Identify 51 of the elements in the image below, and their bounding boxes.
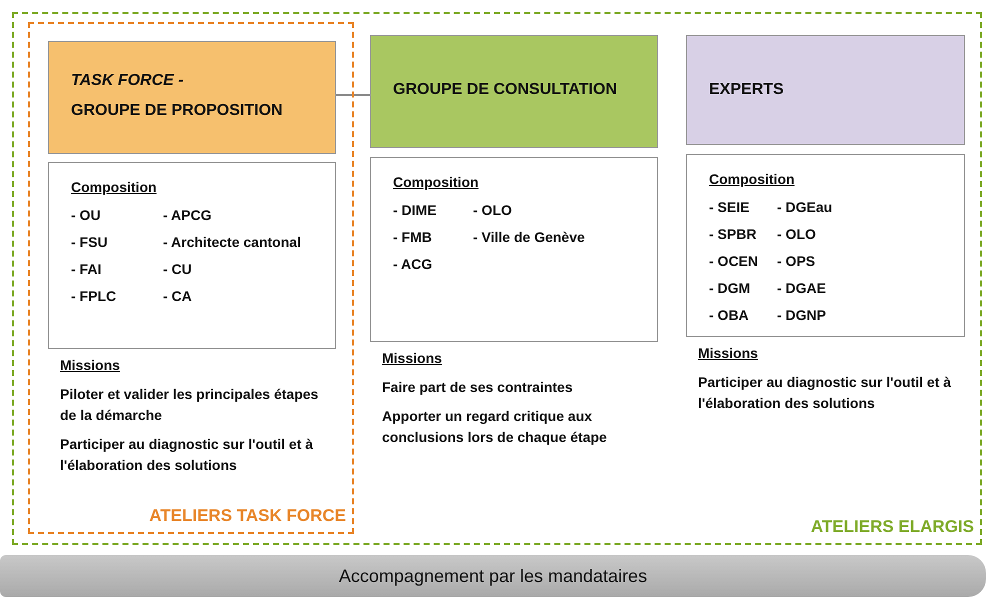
connector-line xyxy=(336,94,370,96)
list-item: - OLO xyxy=(777,226,816,242)
header-text: GROUPE DE PROPOSITION xyxy=(71,102,283,120)
list-item: - APCG xyxy=(163,207,212,223)
header-text: EXPERTS xyxy=(709,81,784,99)
list-item: - FMB xyxy=(393,229,432,245)
list-item: - CA xyxy=(163,288,192,304)
banner-text: Accompagnement par les mandataires xyxy=(338,566,648,587)
group-header-box xyxy=(48,41,336,154)
section-heading: Missions xyxy=(60,356,121,375)
dashed-group-frame xyxy=(28,22,354,534)
list-item: - DGM xyxy=(709,280,750,296)
list-item: - Architecte cantonal xyxy=(163,234,301,250)
mission-text: Participer au diagnostic sur l'outil et à l'élaboration des solutions xyxy=(60,435,314,475)
list-heading: Composition xyxy=(393,174,479,190)
header-text: TASK FORCE - xyxy=(71,72,184,90)
dashed-group-frame xyxy=(12,12,982,545)
header-text: GROUPE DE CONSULTATION xyxy=(393,81,617,99)
group-title: ATELIERS TASK FORCE xyxy=(149,506,346,526)
list-heading: Composition xyxy=(709,171,795,187)
list-item: - DIME xyxy=(393,202,437,218)
list-item: - DGAE xyxy=(777,280,826,296)
list-item: - CU xyxy=(163,261,192,277)
mission-text: Apporter un regard critique aux conclusions lors de chaque étape xyxy=(382,407,608,447)
list-item: - SEIE xyxy=(709,199,750,215)
list-item: - OBA xyxy=(709,307,749,323)
section-heading: Missions xyxy=(382,349,443,368)
list-item: - SPBR xyxy=(709,226,756,242)
list-item: - ACG xyxy=(393,256,432,272)
banner-band xyxy=(0,555,986,597)
list-heading: Composition xyxy=(71,179,157,195)
list-item: - FSU xyxy=(71,234,108,250)
composition-box xyxy=(686,154,965,337)
mission-text: Faire part de ses contraintes xyxy=(382,378,574,397)
mission-text: Piloter et valider les principales étapes de la démarche xyxy=(60,385,320,425)
list-item: - FAI xyxy=(71,261,102,277)
section-heading: Missions xyxy=(698,344,759,363)
list-item: - OCEN xyxy=(709,253,758,269)
mission-text: Participer au diagnostic sur l'outil et à l'élaboration des solutions xyxy=(698,373,952,413)
list-item: - OLO xyxy=(473,202,512,218)
list-item: - OU xyxy=(71,207,101,223)
group-header-box xyxy=(686,35,965,145)
list-item: - Ville de Genève xyxy=(473,229,585,245)
composition-box xyxy=(48,162,336,349)
group-title: ATELIERS ELARGIS xyxy=(810,517,974,537)
group-header-box xyxy=(370,35,658,148)
list-item: - DGNP xyxy=(777,307,826,323)
list-item: - FPLC xyxy=(71,288,116,304)
list-item: - OPS xyxy=(777,253,816,269)
composition-box xyxy=(370,157,658,342)
list-item: - DGEau xyxy=(777,199,832,215)
